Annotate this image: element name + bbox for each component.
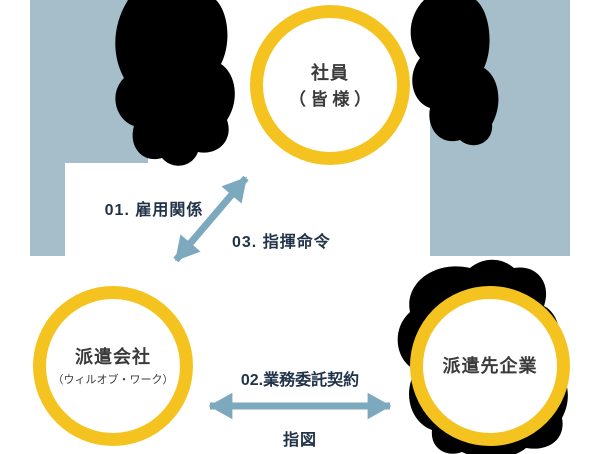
label-outsourcing-contract: 02.業務委託契約 [240, 372, 360, 389]
employee-subtitle: （ 皆 様 ） [288, 89, 372, 109]
label-command-direction: 03. 指揮命令 [232, 234, 331, 251]
node-dispatch-company: 派遣会社 （ウィルオブ・ワーク） [33, 286, 193, 446]
label-instruction: 指図 [282, 432, 317, 449]
ink-blob-top-left [115, 0, 235, 166]
label-employment-relationship: 01. 雇用関係 [104, 202, 204, 219]
ink-blob-top-right [410, 0, 499, 146]
agency-subtitle: （ウィルオブ・ワーク） [52, 373, 174, 386]
client-title: 派遣先企業 [442, 355, 538, 376]
white-cutout-middle [65, 163, 430, 256]
agency-title: 派遣会社 [75, 346, 151, 367]
employment-relationship-arrow [173, 175, 249, 263]
node-employee: 社員 （ 皆 様 ） [250, 5, 410, 165]
node-client-company: 派遣先企業 [410, 286, 570, 446]
employee-title: 社員 [311, 62, 349, 83]
